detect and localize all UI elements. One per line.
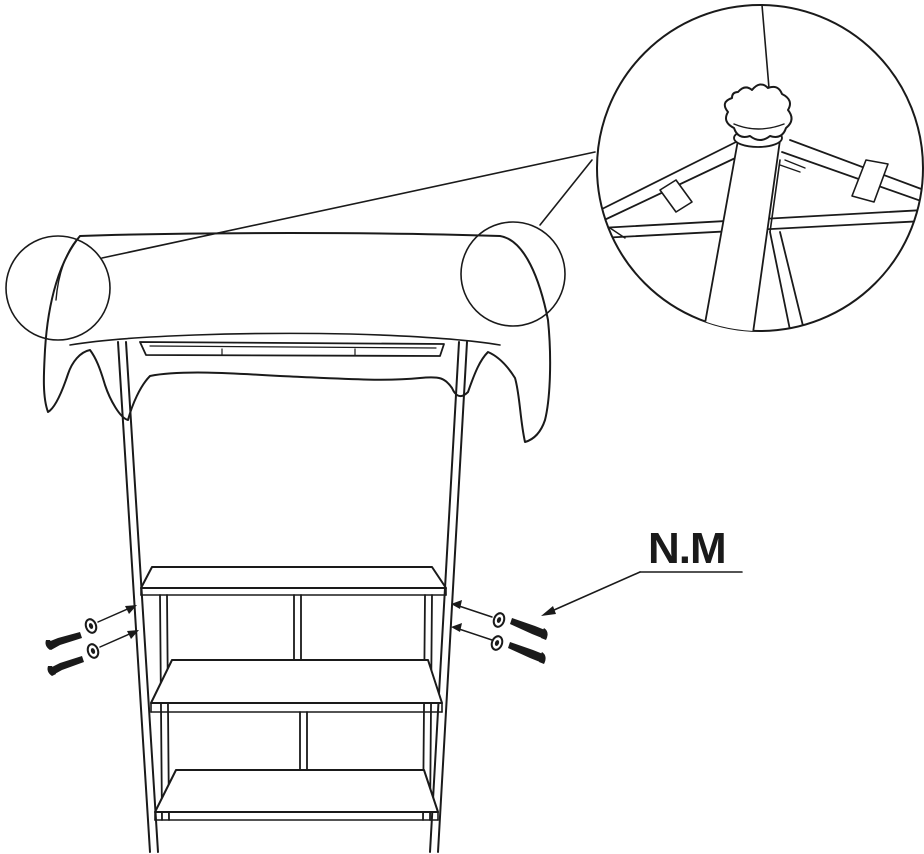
side-posts xyxy=(117,341,468,853)
canopy-cover xyxy=(42,232,552,443)
right-upper-washer-icon xyxy=(492,612,506,628)
right-fasteners xyxy=(451,600,548,664)
left-detail-circle xyxy=(5,235,111,341)
right-detail-circle xyxy=(460,221,566,327)
left-lower-screw-icon xyxy=(47,656,84,676)
magnified-detail xyxy=(596,4,924,332)
left-fasteners xyxy=(45,605,139,676)
right-upper-screw-icon xyxy=(510,618,548,640)
detail-circles xyxy=(5,221,566,341)
left-upper-screw-icon xyxy=(45,632,82,650)
left-lower-washer-icon xyxy=(86,643,100,659)
star-knob-icon xyxy=(723,83,793,141)
detail-leader-lines xyxy=(101,151,596,259)
nm-callout: N.M xyxy=(541,524,743,616)
nm-label: N.M xyxy=(648,524,726,573)
top-crossbar xyxy=(139,341,445,357)
right-lower-washer-icon xyxy=(490,635,504,651)
right-lower-screw-icon xyxy=(508,642,546,664)
shelf-unit xyxy=(140,566,447,821)
left-upper-washer-icon xyxy=(84,618,98,634)
